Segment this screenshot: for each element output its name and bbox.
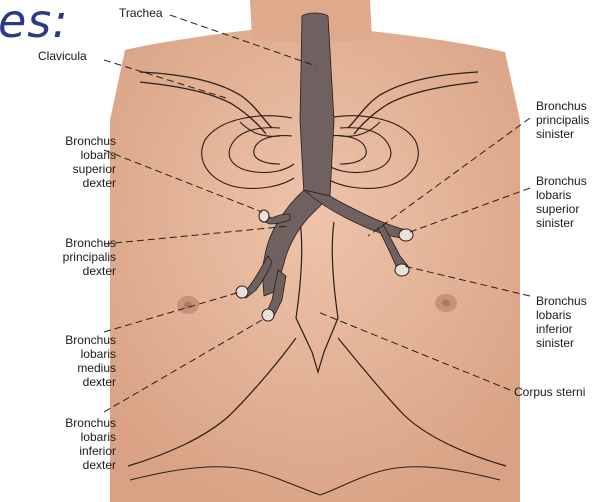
label-bronchus-lobaris-inferior-dexter: Bronchus lobaris inferior dexter: [65, 416, 116, 472]
label-bronchus-principalis-sinister: Bronchus principalis sinister: [536, 99, 589, 141]
nipple-right: [435, 294, 457, 312]
slide-heading-fragment: es:: [0, 0, 69, 44]
label-bronchus-lobaris-superior-sinister: Bronchus lobaris superior sinister: [536, 174, 587, 230]
label-bronchus-lobaris-inferior-sinister: Bronchus lobaris inferior sinister: [536, 294, 587, 350]
trachea-shape: [300, 13, 334, 196]
label-bronchus-principalis-dexter: Bronchus principalis dexter: [63, 236, 116, 278]
label-bronchus-lobaris-medius-dexter: Bronchus lobaris medius dexter: [65, 333, 116, 389]
label-corpus-sterni: Corpus sterni: [514, 385, 585, 399]
label-trachea: Trachea: [119, 6, 163, 20]
label-clavicula: Clavicula: [38, 49, 87, 63]
label-bronchus-lobaris-superior-dexter: Bronchus lobaris superior dexter: [65, 134, 116, 190]
nipple-left: [177, 296, 199, 314]
